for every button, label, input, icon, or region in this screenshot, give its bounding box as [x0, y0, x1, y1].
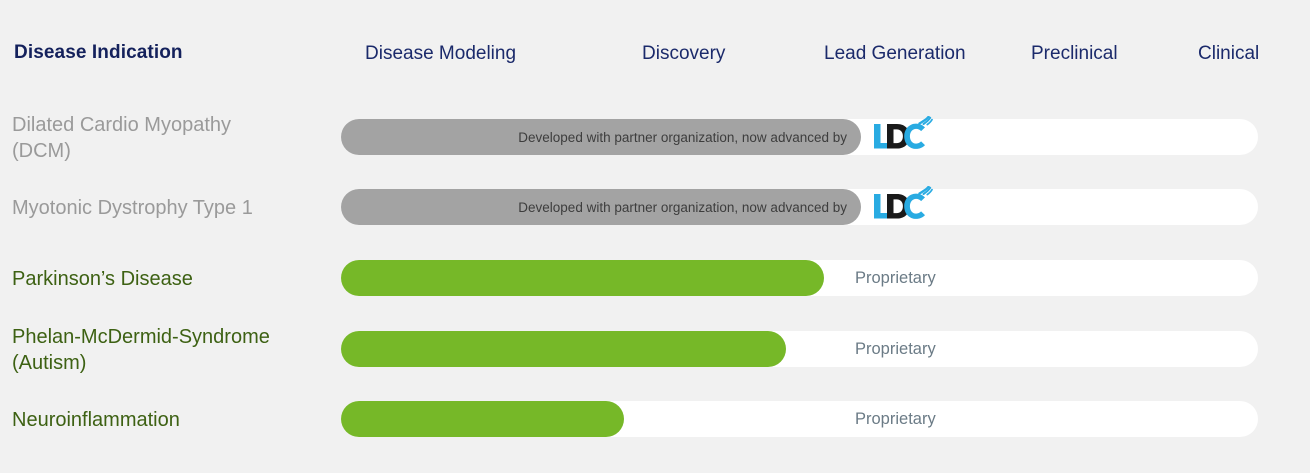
- progress-fill-partner: Developed with partner organization, now…: [341, 189, 861, 225]
- pipeline-row: Neuroinflammation Proprietary: [0, 396, 1310, 442]
- progress-bar-text: Developed with partner organization, now…: [518, 129, 847, 145]
- row-label-parkinsons-disease: Parkinson’s Disease: [12, 268, 193, 290]
- pipeline-row: Parkinson’s Disease Proprietary: [0, 255, 1310, 301]
- column-header-disease-indication: Disease Indication: [14, 42, 183, 63]
- progress-fill-proprietary: [341, 401, 624, 437]
- chart-header: Disease Indication Disease Modeling Disc…: [0, 42, 1310, 82]
- row-label-myotonic-dystrophy-type-1: Myotonic Dystrophy Type 1: [12, 197, 253, 219]
- pipeline-row: Myotonic Dystrophy Type 1 Developed with…: [0, 184, 1310, 230]
- column-header-clinical: Clinical: [1198, 43, 1260, 64]
- ldc-logo: [871, 116, 933, 158]
- column-header-discovery: Discovery: [642, 43, 726, 64]
- track-note-proprietary: Proprietary: [855, 339, 936, 358]
- pipeline-row: Dilated Cardio Myopathy (DCM) Developed …: [0, 114, 1310, 162]
- pipeline-row: Phelan-McDermid-Syndrome (Autism) Propri…: [0, 326, 1310, 374]
- column-header-disease-modeling: Disease Modeling: [365, 43, 517, 64]
- column-header-lead-generation: Lead Generation: [824, 43, 966, 64]
- row-label-dilated-cardio-myopathy: Dilated Cardio Myopathy (DCM): [12, 114, 231, 162]
- row-label-phelan-mcdermid-syndrome: Phelan-McDermid-Syndrome (Autism): [12, 326, 270, 374]
- track-note-proprietary: Proprietary: [855, 268, 936, 287]
- track-note-proprietary: Proprietary: [855, 409, 936, 428]
- progress-fill-proprietary: [341, 331, 786, 367]
- ldc-logo: [871, 186, 933, 228]
- progress-fill-proprietary: [341, 260, 824, 296]
- progress-bar-text: Developed with partner organization, now…: [518, 199, 847, 215]
- progress-fill-partner: Developed with partner organization, now…: [341, 119, 861, 155]
- column-header-preclinical: Preclinical: [1031, 43, 1118, 64]
- row-label-neuroinflammation: Neuroinflammation: [12, 409, 180, 431]
